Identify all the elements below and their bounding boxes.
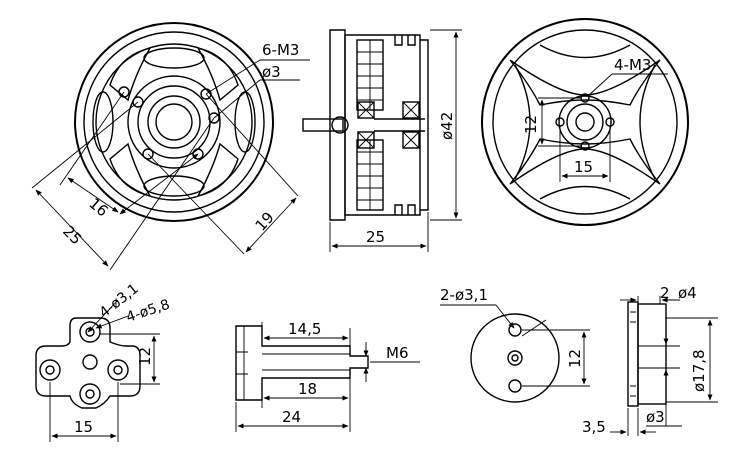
side-dim-height: ø42 <box>438 112 456 140</box>
side-dim-width: 25 <box>366 228 385 246</box>
cross-dim-horizontal: 15 <box>74 418 93 436</box>
motor-side-view: ø42 25 <box>302 29 462 252</box>
disc-callout-holes: 2-ø3,1 <box>440 286 488 304</box>
front-callout-hole: ø3 <box>262 63 281 81</box>
cross-dim-vertical: 12 <box>136 347 154 366</box>
motor-back-view: 4-M3 12 15 <box>481 18 689 226</box>
shaft-dim-top: 14,5 <box>288 320 321 338</box>
adapter-dim-top: 2 <box>660 284 670 302</box>
back-dim-horizontal: 15 <box>574 158 593 176</box>
motor-front-view: 6-M3 ø3 16 25 19 <box>31 22 310 271</box>
cross-mount-view: 4-ø3,1 4-ø5,8 12 15 <box>35 281 172 442</box>
adapter-dim-bore: ø3 <box>646 408 665 426</box>
adapter-dim-dia-small: ø4 <box>678 284 697 302</box>
front-dim-16: 16 <box>85 194 111 220</box>
shaft-dim-total: 24 <box>282 408 301 426</box>
back-dim-vertical: 12 <box>522 115 540 134</box>
prop-disc-view: 2-ø3,1 12 <box>440 286 590 403</box>
front-dim-25: 25 <box>59 222 85 248</box>
adapter-dim-dia-large: ø17,8 <box>690 349 708 392</box>
shaft-view: 14,5 M6 18 24 <box>235 320 420 432</box>
front-callout-screw: 6-M3 <box>262 41 299 59</box>
adapter-side-view: 2 ø4 ø17,8 3,5 ø3 <box>582 284 718 436</box>
back-callout-screw: 4-M3 <box>614 56 651 74</box>
disc-dim-vertical: 12 <box>566 349 584 368</box>
shaft-dim-thread: M6 <box>386 344 409 362</box>
shaft-dim-mid: 18 <box>298 380 317 398</box>
front-dim-19: 19 <box>252 208 278 234</box>
adapter-dim-left: 3,5 <box>582 418 606 436</box>
